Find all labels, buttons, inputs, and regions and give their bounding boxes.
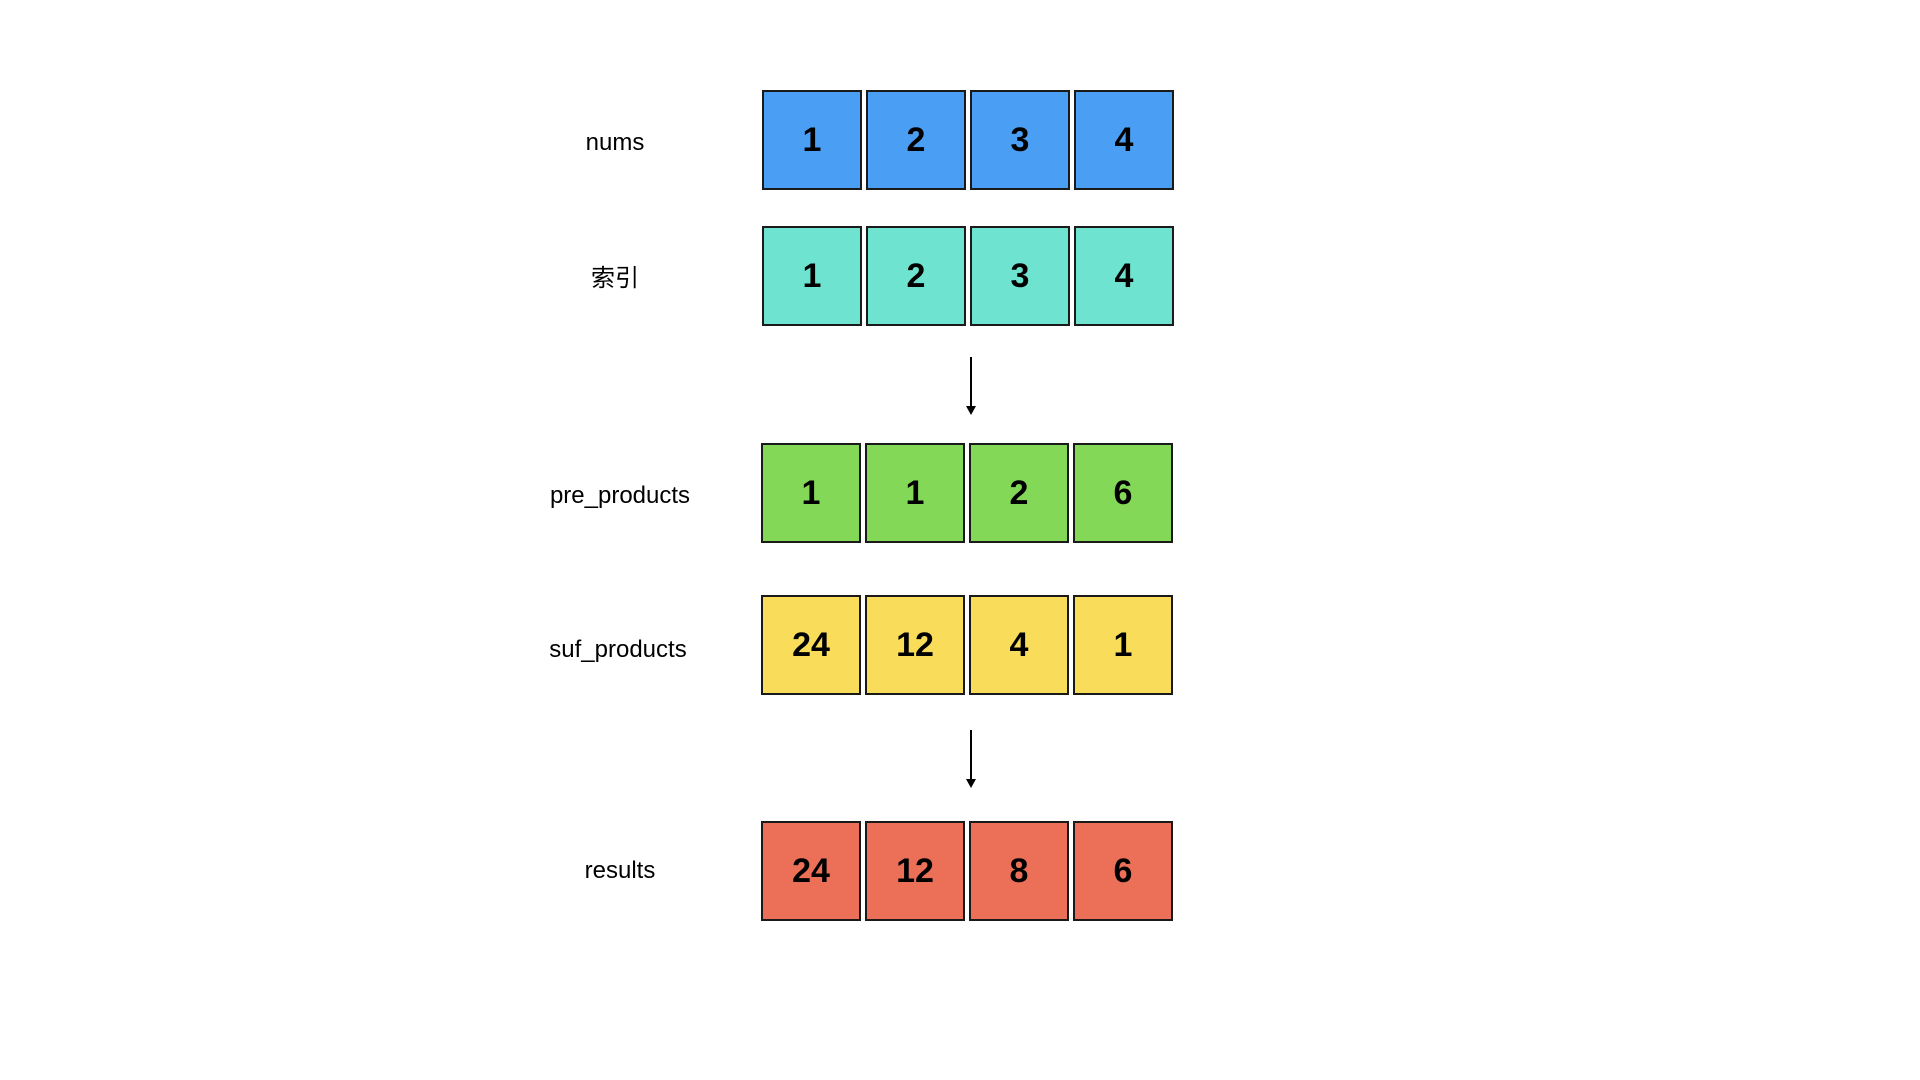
array-cell: 4 — [1074, 90, 1174, 190]
array-cell: 12 — [865, 821, 965, 921]
array-row-pre-products: 1 1 2 6 — [761, 443, 1177, 543]
row-label-pre-products: pre_products — [549, 482, 691, 509]
array-cell: 2 — [866, 90, 966, 190]
array-row-suf-products: 24 12 4 1 — [761, 595, 1177, 695]
row-label-results: results — [584, 857, 656, 884]
row-label-index: 索引 — [591, 264, 639, 292]
down-arrow-icon — [966, 730, 976, 788]
array-cell: 24 — [761, 821, 861, 921]
array-cell: 24 — [761, 595, 861, 695]
array-cell: 2 — [969, 443, 1069, 543]
row-label-nums: nums — [585, 129, 645, 156]
array-cell: 3 — [970, 90, 1070, 190]
down-arrow-icon — [966, 357, 976, 415]
array-cell: 4 — [969, 595, 1069, 695]
array-cell: 1 — [865, 443, 965, 543]
array-cell: 2 — [866, 226, 966, 326]
array-cell: 6 — [1073, 443, 1173, 543]
array-cell: 1 — [762, 90, 862, 190]
array-cell: 4 — [1074, 226, 1174, 326]
array-row-index: 1 2 3 4 — [762, 226, 1178, 326]
array-cell: 6 — [1073, 821, 1173, 921]
row-label-suf-products: suf_products — [549, 636, 687, 663]
array-cell: 1 — [761, 443, 861, 543]
array-cell: 1 — [762, 226, 862, 326]
array-cell: 1 — [1073, 595, 1173, 695]
array-row-results: 24 12 8 6 — [761, 821, 1177, 921]
array-row-nums: 1 2 3 4 — [762, 90, 1178, 190]
array-cell: 8 — [969, 821, 1069, 921]
array-cell: 12 — [865, 595, 965, 695]
array-cell: 3 — [970, 226, 1070, 326]
